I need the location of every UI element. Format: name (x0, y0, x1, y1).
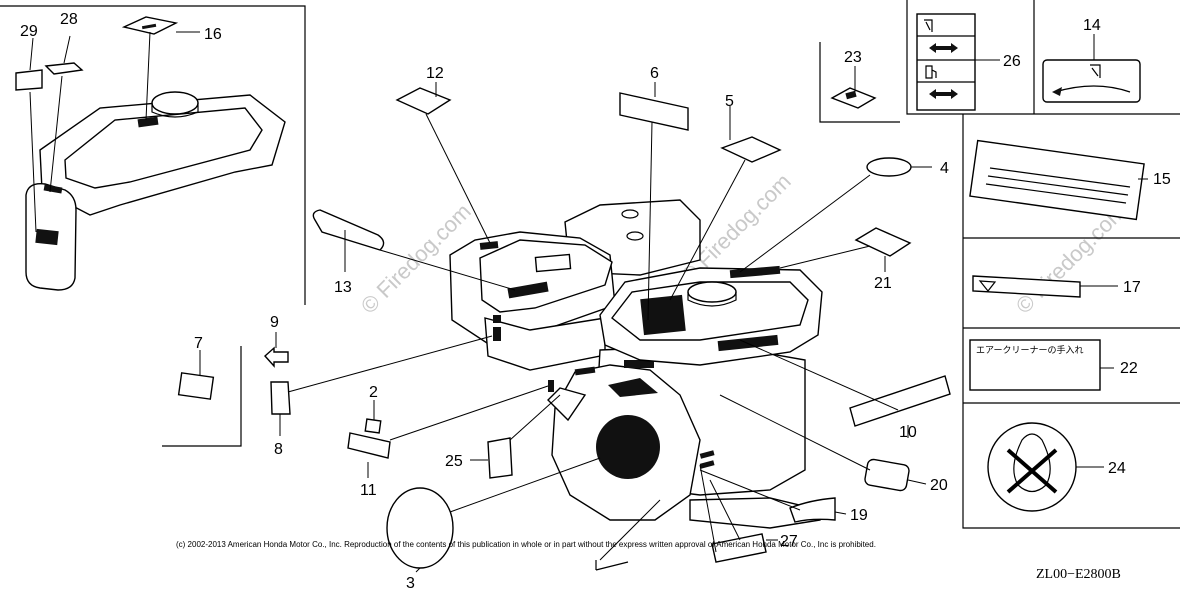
callout-11: 11 (360, 482, 377, 499)
callout-27: 27 (780, 533, 798, 550)
leader-lines (199, 82, 932, 573)
callout-15: 15 (1153, 171, 1171, 188)
copyright-notice: (c) 2002-2013 American Honda Motor Co., … (176, 540, 876, 549)
callout-19: 19 (850, 507, 868, 524)
engine-illustration (449, 199, 823, 529)
callout-28: 28 (60, 11, 78, 28)
callout-16: 16 (204, 26, 222, 43)
callout-5: 5 (725, 93, 734, 110)
callout-3: 3 (406, 575, 415, 589)
callout-numbers: 29 28 16 12 6 5 4 23 26 14 15 21 13 17 7… (20, 11, 1171, 589)
callout-21: 21 (874, 275, 892, 292)
callout-10: 10 (899, 424, 917, 441)
label-22-text: エアークリーナーの手入れ (976, 344, 1083, 356)
callout-29: 29 (20, 23, 38, 40)
callout-12: 12 (426, 65, 444, 82)
callout-9: 9 (270, 314, 279, 331)
callout-22: 22 (1120, 360, 1138, 377)
callout-26: 26 (1003, 53, 1021, 70)
callout-14: 14 (1083, 17, 1101, 34)
callout-13: 13 (334, 279, 352, 296)
callout-23: 23 (844, 49, 862, 66)
callout-24: 24 (1108, 460, 1126, 477)
callout-17: 17 (1123, 279, 1141, 296)
inset-23 (819, 42, 900, 123)
callout-2: 2 (369, 384, 378, 401)
callout-7: 7 (194, 335, 203, 352)
callout-8: 8 (274, 441, 283, 458)
fuel-tank-inset (0, 5, 306, 305)
label-parts (177, 87, 951, 571)
right-panels: エアークリーナーの手入れ (906, 0, 1180, 529)
callout-4: 4 (940, 160, 949, 177)
diagram-code: ZL00−E2800B (1036, 567, 1121, 582)
callout-20: 20 (930, 477, 948, 494)
callout-6: 6 (650, 65, 659, 82)
callout-25: 25 (445, 453, 463, 470)
